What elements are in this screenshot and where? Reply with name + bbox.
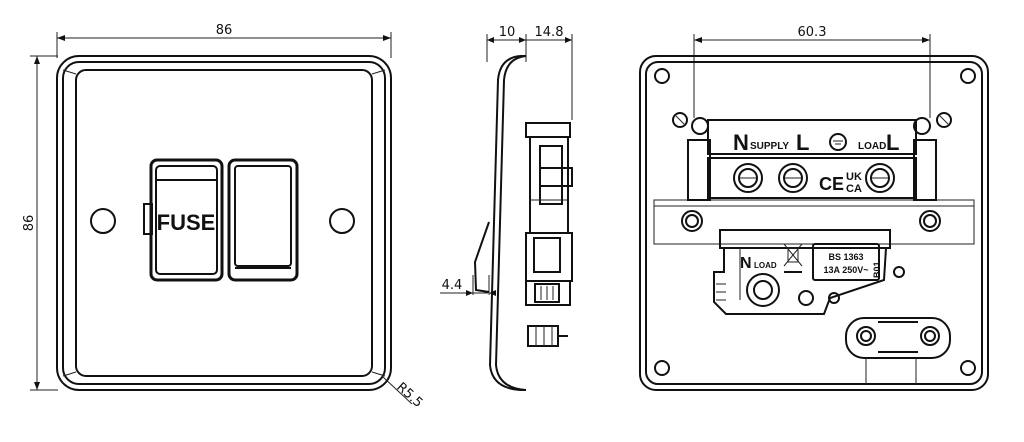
ukca-mark-bottom: CA xyxy=(846,183,862,195)
rear-spacing-label: 60.3 xyxy=(798,25,827,40)
n-load-label: LOAD xyxy=(754,261,777,270)
faceplate-outline xyxy=(56,55,392,391)
terminal-screw xyxy=(733,163,763,193)
rocker-projection-label: 4.4 xyxy=(442,278,463,293)
rear-spacing-dimension: 60.3 xyxy=(693,25,931,118)
front-height-dimension: 86 xyxy=(22,55,58,391)
side-plate-depth-label: 10 xyxy=(499,25,516,40)
corner-radius-callout: R5.5 xyxy=(381,375,425,411)
plate-profile xyxy=(488,55,521,391)
corner-radius-label: R5.5 xyxy=(393,380,425,411)
model-code-label: B01 xyxy=(872,261,882,278)
n-load-n-label: N xyxy=(740,255,752,272)
terminal-l-load-label: L xyxy=(886,130,899,155)
weee-bin-icon xyxy=(783,243,803,273)
fuse-carrier: FUSE xyxy=(143,158,224,282)
terminal-screw xyxy=(778,163,808,193)
earth-screw-right xyxy=(936,112,952,128)
right-screw-hole xyxy=(329,208,355,234)
ukca-mark-top: UK xyxy=(846,171,862,183)
back-mechanism xyxy=(525,122,573,347)
front-width-label: 86 xyxy=(216,23,233,38)
standard-label: BS 1363 xyxy=(828,252,863,262)
earth-symbol-icon xyxy=(829,133,847,151)
earth-screw-left xyxy=(672,112,688,128)
side-depth-dimensions: 10 14.8 xyxy=(486,25,573,120)
fuse-housing: N LOAD BS 1363 13A 250V~ B01 xyxy=(713,229,905,315)
terminal-screw xyxy=(865,163,895,193)
rating-label: 13A 250V~ xyxy=(824,265,869,275)
front-view: 86 86 FUSE xyxy=(22,23,425,411)
terminal-l-supply-label: L xyxy=(796,130,809,155)
terminal-n-label: N xyxy=(733,130,749,155)
left-screw-hole xyxy=(90,208,116,234)
side-back-depth-label: 14.8 xyxy=(535,25,564,40)
rear-left-fixing-hole xyxy=(681,210,703,232)
terminal-block: N SUPPLY L LOAD L CE UK CA xyxy=(687,119,937,201)
ce-mark: CE xyxy=(819,174,844,194)
fuse-end-cap xyxy=(746,273,780,307)
rocker-projection-dimension: 4.4 xyxy=(440,275,496,296)
rocker-switch xyxy=(227,158,299,282)
rear-view: 60.3 N SUPPLY L LOAD xyxy=(639,25,989,391)
front-height-label: 86 xyxy=(22,215,37,232)
cable-clamp xyxy=(845,317,951,384)
supply-label: SUPPLY xyxy=(750,141,789,152)
rear-housing xyxy=(639,55,989,391)
rear-right-fixing-hole xyxy=(919,210,941,232)
front-width-dimension: 86 xyxy=(56,23,392,58)
side-view: 10 14.8 4.4 xyxy=(440,25,573,391)
load-label: LOAD xyxy=(858,141,886,152)
fuse-label: FUSE xyxy=(157,210,216,235)
